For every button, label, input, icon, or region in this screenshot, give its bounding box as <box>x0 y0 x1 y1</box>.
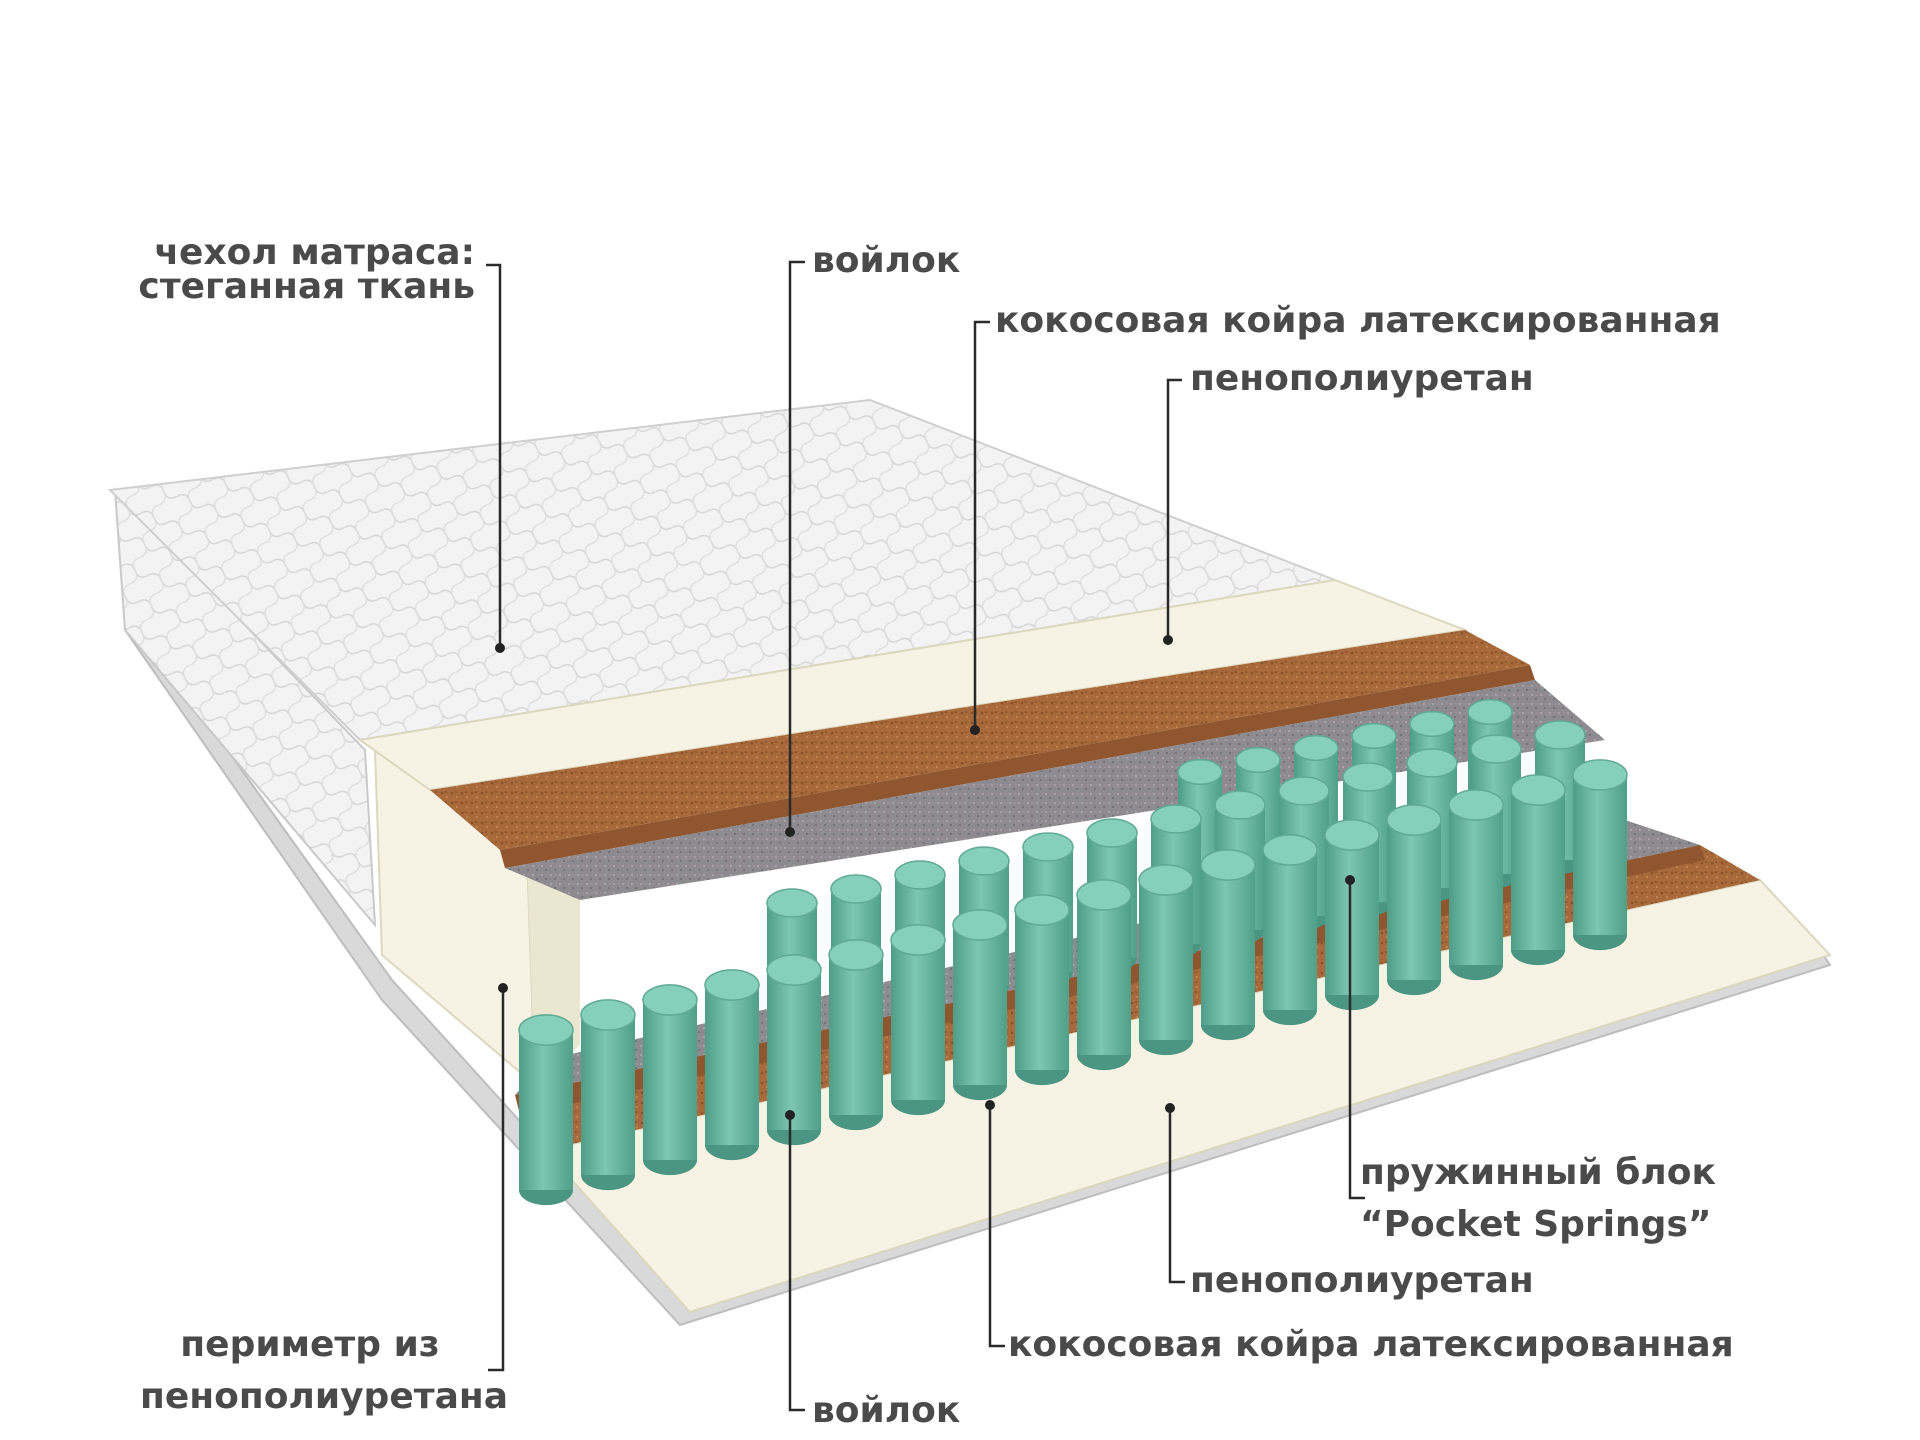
leader-felt-top <box>788 260 805 832</box>
label-cover-line1: чехол матраса: <box>154 232 475 273</box>
label-spring-block-line1: пружинный блок <box>1360 1152 1716 1193</box>
pocket-spring <box>642 984 698 1176</box>
mattress-side-quilted <box>113 487 377 928</box>
leader-cover-dot <box>495 643 505 653</box>
pocket-spring <box>1448 789 1504 981</box>
felt-layer-top <box>505 680 1605 900</box>
leader-foam-bottom-dot <box>1165 1103 1175 1113</box>
pocket-spring <box>766 954 822 1146</box>
label-felt-top: войлок <box>812 240 961 281</box>
leader-coir-bottom-dot <box>985 1100 995 1110</box>
pocket-spring <box>952 909 1008 1101</box>
pocket-spring <box>828 939 884 1131</box>
pocket-spring <box>1324 819 1380 1011</box>
pocket-spring <box>1076 879 1132 1071</box>
label-perimeter-line2: пенополиуретана <box>140 1376 509 1417</box>
coir-layer-top <box>430 630 1530 850</box>
leader-coir-bottom <box>988 1105 1005 1348</box>
leader-felt-bottom <box>788 1115 805 1412</box>
leader-coir-top-dot <box>970 725 980 735</box>
pocket-spring <box>704 969 760 1161</box>
leader-spring-block-dot <box>1345 875 1355 885</box>
coir-layer-bottom <box>515 845 1760 1150</box>
pocket-spring <box>1572 759 1628 951</box>
leader-foam-bottom <box>1168 1108 1185 1284</box>
leader-felt-bottom-dot <box>785 1110 795 1120</box>
coir-layer-top-face <box>500 665 1535 868</box>
pocket-spring <box>1262 834 1318 1026</box>
pocket-spring-block <box>518 698 1628 1206</box>
pocket-spring <box>518 1014 574 1206</box>
pocket-spring <box>1386 804 1442 996</box>
label-perimeter-line1: периметр из <box>180 1324 440 1365</box>
leader-perimeter-dot <box>498 983 508 993</box>
label-coir-bottom: кокосовая койра латексированная <box>1008 1324 1734 1365</box>
leader-spring-block <box>1348 880 1365 1200</box>
pocket-spring <box>580 999 636 1191</box>
leader-coir-top <box>973 320 990 730</box>
leader-perimeter <box>488 988 505 1372</box>
leader-felt-top-dot <box>785 827 795 837</box>
label-foam-bottom: пенополиуретан <box>1190 1260 1534 1301</box>
label-foam-top: пенополиуретан <box>1190 358 1534 399</box>
label-coir-top: кокосовая койра латексированная <box>995 300 1721 341</box>
pocket-spring <box>890 924 946 1116</box>
label-felt-bottom: войлок <box>812 1390 961 1431</box>
leader-foam-top <box>1166 378 1182 640</box>
pocket-spring <box>1200 849 1256 1041</box>
pocket-spring <box>1014 894 1070 1086</box>
leader-foam-top-dot <box>1163 635 1173 645</box>
label-spring-block-line2: “Pocket Springs” <box>1360 1204 1712 1245</box>
pocket-spring <box>1510 774 1566 966</box>
pocket-spring <box>1138 864 1194 1056</box>
leader-cover <box>486 263 502 648</box>
label-cover-line2: стеганная ткань <box>138 266 475 307</box>
